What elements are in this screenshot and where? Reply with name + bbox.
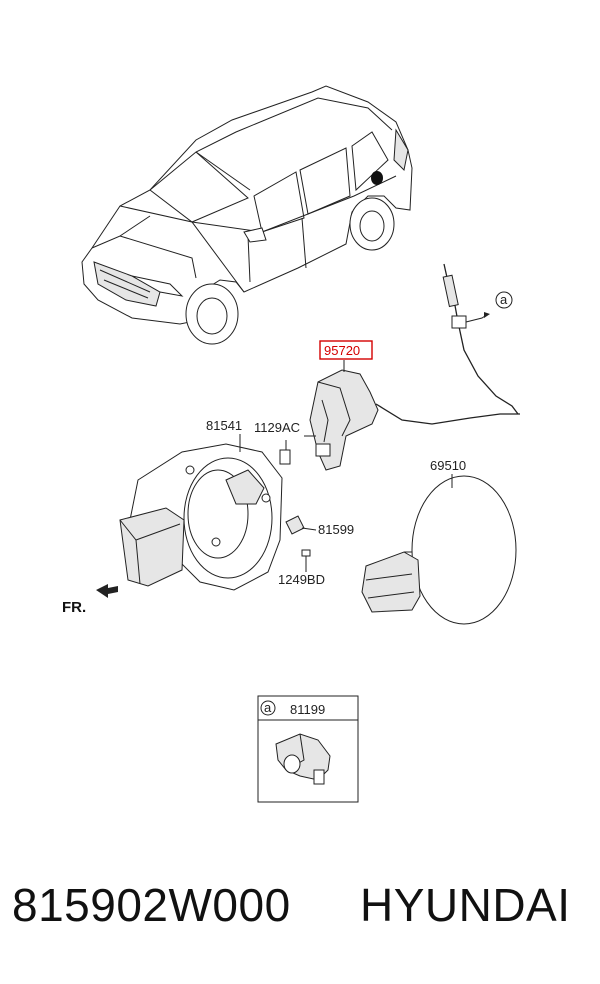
fuel-door bbox=[361, 475, 517, 625]
leader-81599 bbox=[301, 527, 317, 531]
screw-1249bd bbox=[301, 549, 311, 566]
part-number-caption: 815902W000 bbox=[12, 879, 291, 931]
detail-part-label: 81199 bbox=[290, 702, 325, 717]
front-indicator-label: FR. bbox=[62, 599, 86, 616]
clip-81599 bbox=[285, 515, 305, 535]
part-highlight-label: 95720 bbox=[324, 343, 360, 358]
detail-ref-label: a bbox=[264, 700, 272, 715]
part-highlight-box bbox=[319, 340, 373, 360]
housing-label: 81541 bbox=[206, 418, 242, 433]
callout-ref-label: a bbox=[500, 292, 508, 307]
screw-label: 1249BD bbox=[278, 572, 325, 587]
clip-label: 81599 bbox=[318, 522, 354, 537]
fuel-door-actuator bbox=[309, 369, 379, 471]
vehicle-illustration bbox=[81, 85, 413, 345]
front-arrow-icon bbox=[96, 584, 118, 598]
fuel-filler-housing bbox=[119, 443, 283, 591]
detail-box bbox=[257, 695, 359, 803]
bolt-1129ac bbox=[279, 440, 291, 465]
brand-caption: HYUNDAI bbox=[360, 879, 571, 931]
fuel-door-release-cable bbox=[375, 263, 520, 425]
bolt-label: 1129AC bbox=[254, 420, 300, 435]
fuel-door-label: 69510 bbox=[430, 458, 466, 473]
